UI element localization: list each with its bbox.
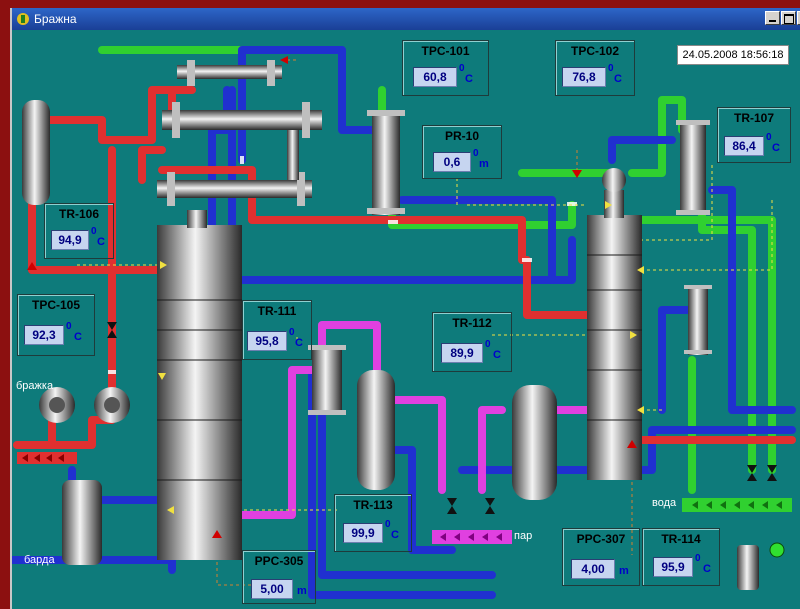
hot-pipes [13,86,796,449]
tag-tr114[interactable]: TR-114 95,9 0 C [642,528,720,586]
process-mimic: 24.05.2008 18:56:18 бражка барда пар вод… [12,30,800,609]
scada-window: Бражна [10,8,800,609]
minimize-button[interactable] [765,11,780,25]
tag-pr10-value: 0,6 [433,152,471,172]
tag-tpc102-value: 76,8 [562,67,606,87]
tag-ppc305[interactable]: PPC-305 5,00 m [242,550,316,604]
tag-tr112-value: 89,9 [441,343,483,363]
label-voda: вода [652,497,677,509]
tag-tpc105-value: 92,3 [24,325,64,345]
tag-tr111-value: 95,8 [247,331,287,351]
tag-ppc307[interactable]: PPC-307 4,00 m [562,528,640,586]
tag-pr10[interactable]: PR-10 0,6 0 m [422,125,502,179]
tag-tr111[interactable]: TR-111 95,8 0 C [242,300,312,360]
label-par: пар [514,530,533,542]
tag-tr113[interactable]: TR-113 99,9 0 C [334,494,412,552]
device-icon [737,545,759,590]
tag-tr106[interactable]: TR-106 94,9 0 C [44,203,114,259]
tag-tr113-value: 99,9 [343,523,383,543]
maximize-button[interactable] [781,11,796,25]
tag-ppc307-value: 4,00 [571,559,615,579]
tag-tr106-value: 94,9 [51,230,89,250]
tag-tr107[interactable]: TR-107 86,4 0 C [717,107,791,163]
close-button[interactable] [797,11,800,25]
tag-tr107-value: 86,4 [724,136,764,156]
tag-tpc105[interactable]: TPC-105 92,3 0 C [17,294,95,356]
datetime-display: 24.05.2008 18:56:18 [677,45,789,65]
window-title: Бражна [34,12,77,26]
tag-tpc101-value: 60,8 [413,67,457,87]
title-bar: Бражна [12,8,800,30]
tag-tpc101[interactable]: TPC-101 60,8 0 C [402,40,489,96]
tag-tpc102[interactable]: TPC-102 76,8 0 C [555,40,635,96]
valve-icons [107,322,777,514]
tag-tr112[interactable]: TR-112 89,9 0 C [432,312,512,372]
status-lamp-icon [769,542,785,558]
label-brazhka: бражка [16,380,54,392]
app-icon [17,13,29,25]
label-barda: барда [24,554,55,566]
process-diagram [12,46,796,599]
tag-ppc305-value: 5,00 [251,579,293,599]
vessels [22,60,712,565]
tag-tr114-value: 95,9 [653,557,693,577]
